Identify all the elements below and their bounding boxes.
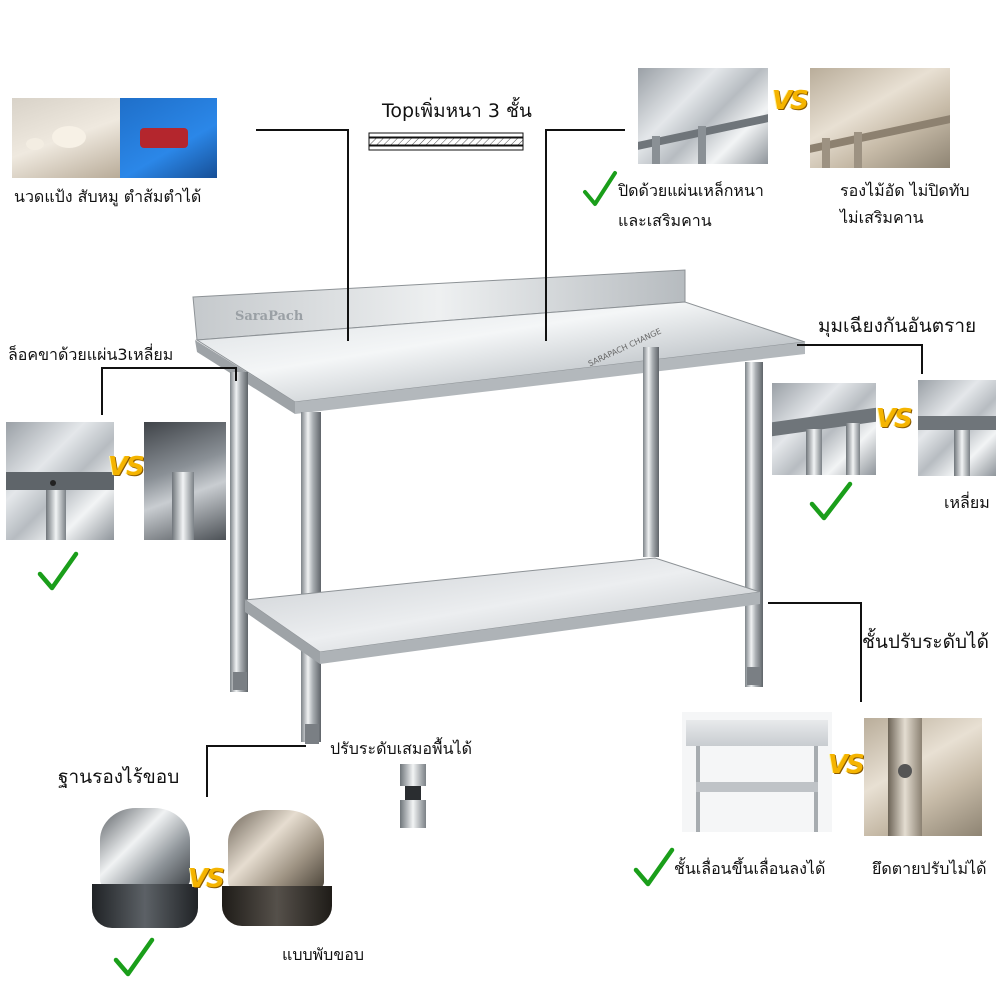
leveling-foot-photo xyxy=(388,764,438,830)
vs-badge-icon: VS xyxy=(828,750,865,780)
callout-line xyxy=(347,129,349,341)
fixed-shelf-label: ยึดตายปรับไม่ได้ xyxy=(872,859,987,878)
triangle-plate-photo xyxy=(6,422,114,540)
callout-line xyxy=(921,344,923,374)
leg-lock-label: ล็อคขาด้วยแผ่น3เหลี่ยม xyxy=(8,345,174,364)
callout-line xyxy=(256,129,349,131)
sliding-shelf-label: ชั้นเลื่อนขึ้นเลื่อนลงได้ xyxy=(674,859,826,878)
callout-line xyxy=(206,745,208,797)
vs-badge-icon: VS xyxy=(108,452,145,482)
square-corner-label: เหลี่ยม xyxy=(944,493,990,512)
check-mark-icon xyxy=(633,847,675,887)
callout-line xyxy=(235,367,237,381)
chamfer-corner-title: มุมเฉียงกันอันตราย xyxy=(818,315,977,337)
svg-text:SaraPach: SaraPach xyxy=(235,309,304,324)
sliding-shelf-photo xyxy=(682,712,832,832)
callout-line xyxy=(860,602,862,702)
steel-cover-label-2: และเสริมคาน xyxy=(618,211,712,230)
steel-cover-photo xyxy=(638,68,768,164)
three-layer-icon xyxy=(368,132,524,151)
adjustable-shelf-title: ชั้นปรับระดับได้ xyxy=(862,631,989,653)
callout-line xyxy=(206,745,306,747)
kitchen-use-label: นวดแป้ง สับหมู ตำส้มตำได้ xyxy=(14,187,202,206)
fixed-shelf-photo xyxy=(864,718,982,836)
callout-line xyxy=(101,367,237,369)
leveling-foot-label: ปรับระดับเสมอพื้นได้ xyxy=(330,739,472,758)
callout-line xyxy=(797,344,923,346)
seamless-base-title: ฐานรองไร้ขอบ xyxy=(58,766,180,788)
plywood-cover-photo xyxy=(810,68,950,168)
vs-badge-icon: VS xyxy=(772,86,809,116)
check-mark-icon xyxy=(37,551,79,591)
stainless-table-illustration: SaraPach xyxy=(192,269,806,744)
callout-line xyxy=(545,129,625,131)
seamless-base-photo xyxy=(92,808,198,928)
vs-badge-icon: VS xyxy=(876,404,913,434)
no-plate-photo xyxy=(144,422,226,540)
plywood-cover-label-1: รองไม้อัด ไม่ปิดทับ xyxy=(840,181,970,200)
check-mark-icon xyxy=(113,937,155,977)
kitchen-use-photo xyxy=(12,98,217,178)
square-corner-photo xyxy=(918,380,996,476)
plywood-cover-label-2: ไม่เสริมคาน xyxy=(840,208,924,227)
top-thickness-label: Topเพิ่มหนา 3 ชั้น xyxy=(382,100,532,122)
check-mark-icon xyxy=(809,481,853,521)
steel-cover-label-1: ปิดด้วยแผ่นเหล็กหนา xyxy=(618,181,764,200)
folded-edge-base-label: แบบพับขอบ xyxy=(282,945,365,964)
callout-line xyxy=(768,602,862,604)
callout-line xyxy=(101,367,103,415)
callout-line xyxy=(545,129,547,341)
check-mark-icon xyxy=(583,171,617,206)
vs-badge-icon: VS xyxy=(188,864,225,894)
chamfer-corner-photo xyxy=(772,383,876,475)
folded-edge-base-photo xyxy=(222,810,332,926)
